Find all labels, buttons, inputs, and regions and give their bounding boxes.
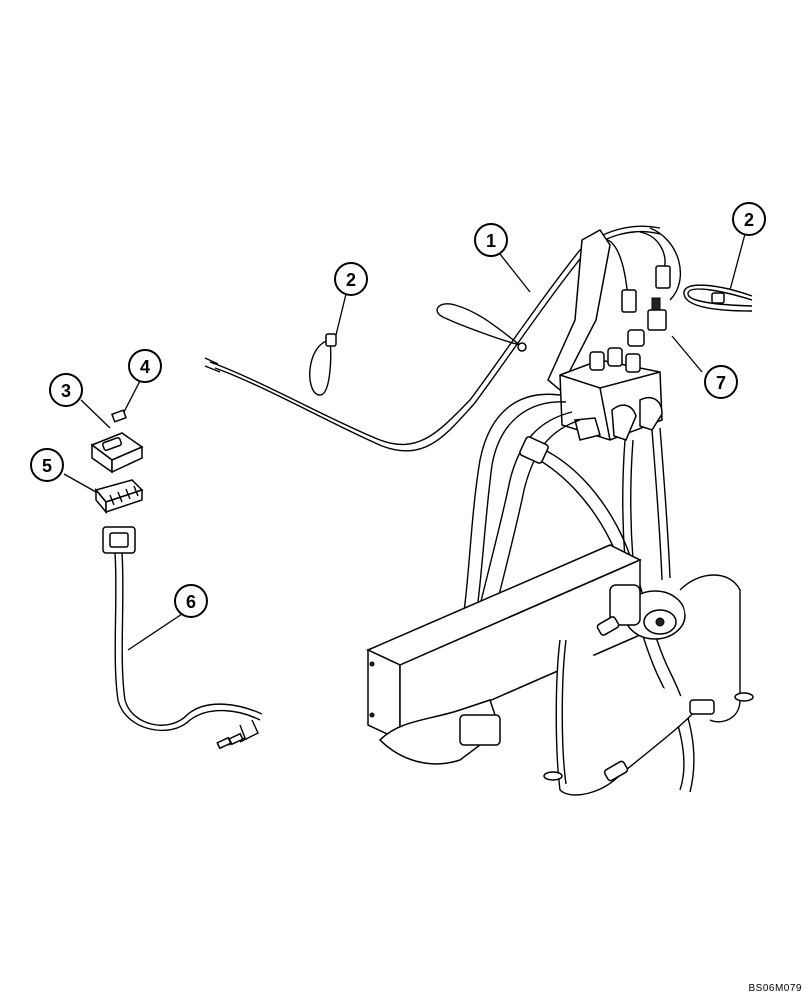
callout-2-right: 2: [732, 202, 766, 236]
rocker-switch: [90, 432, 144, 474]
callout-5: 5: [30, 448, 64, 482]
callout-5-label: 5: [42, 456, 52, 476]
callout-3: 3: [49, 373, 83, 407]
callout-7: 7: [704, 365, 738, 399]
drawing-code: BS06M079: [748, 983, 802, 994]
callout-2-left-label: 2: [346, 270, 356, 290]
callout-2-right-label: 2: [744, 210, 754, 230]
switch-harness: [102, 526, 263, 750]
switch-plate: [111, 409, 127, 423]
wiring-harness: [204, 225, 682, 452]
callout-7-label: 7: [716, 373, 726, 393]
valve-block: [559, 329, 663, 441]
hose-clamp-right: [683, 284, 753, 312]
callout-6-label: 6: [186, 592, 196, 612]
leader-lines: [63, 233, 746, 651]
switch-bezel: [94, 479, 144, 515]
callout-4: 4: [128, 349, 162, 383]
callout-1-label: 1: [486, 231, 496, 251]
callout-6: 6: [174, 584, 208, 618]
callout-2-left: 2: [334, 262, 368, 296]
motor-assembly: [543, 574, 754, 796]
hose-clamp-left: [309, 333, 337, 396]
callout-3-label: 3: [61, 381, 71, 401]
callout-4-label: 4: [140, 357, 150, 377]
callout-1: 1: [474, 223, 508, 257]
